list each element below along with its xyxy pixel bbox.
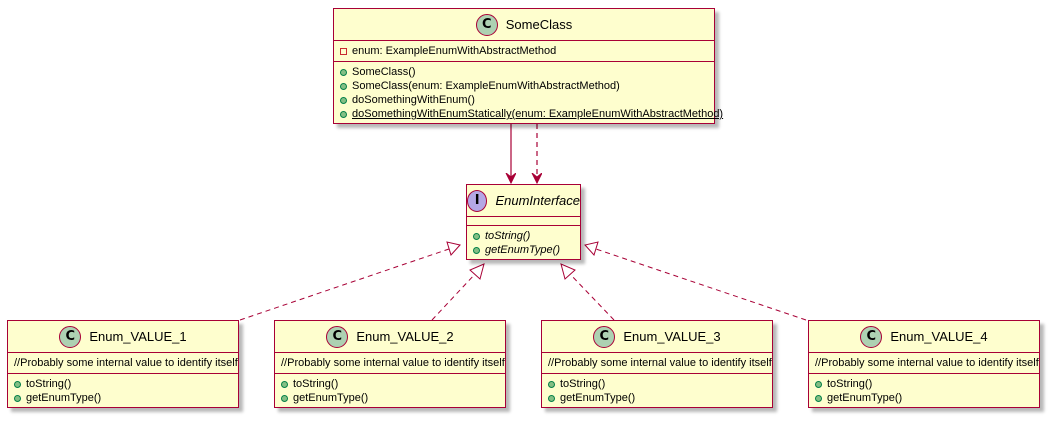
public-visibility-icon — [340, 68, 347, 76]
method-row: getEnumType() — [14, 391, 232, 405]
fields-section: //Probably some internal value to identi… — [809, 353, 1039, 374]
static-method-text: doSomethingWithEnumStatically(enum: Exam… — [352, 108, 724, 120]
class-enum-value-2[interactable]: C Enum_VALUE_2 //Probably some internal … — [274, 320, 506, 408]
public-visibility-icon — [281, 380, 288, 388]
realization-head-3 — [560, 263, 576, 280]
public-visibility-icon — [548, 380, 555, 388]
class-name: Enum_VALUE_1 — [89, 329, 187, 344]
class-name: Enum_VALUE_3 — [623, 329, 721, 344]
class-name: Enum_VALUE_2 — [356, 329, 454, 344]
realization-head-1 — [446, 241, 461, 256]
private-visibility-icon — [340, 47, 347, 55]
realization-line-2 — [431, 272, 477, 321]
method-text: toString() — [293, 378, 339, 390]
method-text: getEnumType() — [293, 392, 369, 404]
method-row: doSomethingWithEnum() — [340, 93, 708, 107]
method-text: getEnumType() — [560, 392, 636, 404]
methods-section: SomeClass() SomeClass(enum: ExampleEnumW… — [334, 62, 723, 124]
fields-section: //Probably some internal value to identi… — [542, 353, 772, 374]
realization-head-2 — [469, 263, 485, 280]
method-row: toString() — [281, 377, 499, 391]
method-text: toString() — [560, 378, 606, 390]
method-text: getEnumType() — [827, 392, 903, 404]
class-header: C SomeClass — [334, 9, 714, 41]
public-visibility-icon — [14, 380, 21, 388]
method-row: getEnumType() — [815, 391, 1033, 405]
method-row: toString() — [815, 377, 1033, 391]
method-text: toString() — [827, 378, 873, 390]
fields-section — [467, 217, 580, 226]
field-text: enum: ExampleEnumWithAbstractMethod — [352, 45, 557, 57]
class-enum-value-4[interactable]: C Enum_VALUE_4 //Probably some internal … — [808, 320, 1040, 408]
public-visibility-icon — [340, 82, 347, 90]
class-enum-value-1[interactable]: C Enum_VALUE_1 //Probably some internal … — [7, 320, 239, 408]
public-visibility-icon — [473, 232, 480, 240]
comment-text: //Probably some internal value to identi… — [815, 357, 1039, 369]
method-text: toString() — [485, 230, 531, 242]
method-row: getEnumType() — [548, 391, 766, 405]
interface-enuminterface[interactable]: I EnumInterface toString() getEnumType() — [466, 184, 581, 260]
methods-section: toString() getEnumType() — [467, 226, 580, 260]
method-row: toString() — [473, 229, 574, 243]
public-visibility-icon — [815, 380, 822, 388]
fields-section: //Probably some internal value to identi… — [8, 353, 238, 374]
comment-text: //Probably some internal value to identi… — [548, 357, 772, 369]
method-row: SomeClass() — [340, 65, 708, 79]
class-someclass[interactable]: C SomeClass enum: ExampleEnumWithAbstrac… — [333, 8, 723, 124]
class-badge-icon: C — [326, 325, 349, 348]
public-visibility-icon — [815, 394, 822, 402]
public-visibility-icon — [281, 394, 288, 402]
class-header: C Enum_VALUE_1 — [8, 321, 238, 353]
realization-line-4 — [595, 248, 807, 321]
method-row: SomeClass(enum: ExampleEnumWithAbstractM… — [340, 79, 708, 93]
class-badge-icon: C — [593, 325, 616, 348]
method-text: SomeClass() — [352, 66, 416, 78]
class-header: C Enum_VALUE_4 — [809, 321, 1039, 353]
comment-text: //Probably some internal value to identi… — [14, 357, 238, 369]
comment-row: //Probably some internal value to identi… — [548, 356, 772, 370]
class-header: C Enum_VALUE_2 — [275, 321, 505, 353]
method-row: doSomethingWithEnumStatically(enum: Exam… — [340, 107, 723, 121]
interface-header: I EnumInterface — [467, 185, 580, 217]
comment-row: //Probably some internal value to identi… — [14, 356, 238, 370]
field-row: enum: ExampleEnumWithAbstractMethod — [340, 44, 708, 58]
method-row: getEnumType() — [473, 243, 574, 257]
fields-section: enum: ExampleEnumWithAbstractMethod — [334, 41, 714, 62]
method-text: SomeClass(enum: ExampleEnumWithAbstractM… — [352, 80, 620, 92]
method-row: toString() — [548, 377, 766, 391]
public-visibility-icon — [14, 394, 21, 402]
method-text: getEnumType() — [485, 244, 560, 256]
class-name: SomeClass — [505, 17, 573, 32]
comment-text: //Probably some internal value to identi… — [281, 357, 505, 369]
methods-section: toString() getEnumType() — [275, 374, 505, 408]
class-header: C Enum_VALUE_3 — [542, 321, 772, 353]
public-visibility-icon — [340, 110, 347, 118]
fields-section: //Probably some internal value to identi… — [275, 353, 505, 374]
realization-head-4 — [584, 241, 599, 256]
class-badge-icon: C — [475, 13, 498, 36]
realization-line-3 — [568, 272, 615, 321]
public-visibility-icon — [548, 394, 555, 402]
comment-row: //Probably some internal value to identi… — [281, 356, 505, 370]
public-visibility-icon — [473, 246, 480, 254]
class-enum-value-3[interactable]: C Enum_VALUE_3 //Probably some internal … — [541, 320, 773, 408]
class-name: Enum_VALUE_4 — [890, 329, 988, 344]
methods-section: toString() getEnumType() — [542, 374, 772, 408]
comment-row: //Probably some internal value to identi… — [815, 356, 1039, 370]
method-text: doSomethingWithEnum() — [352, 94, 475, 106]
public-visibility-icon — [340, 96, 347, 104]
interface-name: EnumInterface — [495, 193, 580, 208]
methods-section: toString() getEnumType() — [8, 374, 238, 408]
method-row: toString() — [14, 377, 232, 391]
methods-section: toString() getEnumType() — [809, 374, 1039, 408]
class-badge-icon: C — [59, 325, 82, 348]
interface-badge-icon: I — [467, 189, 488, 212]
method-text: toString() — [26, 378, 72, 390]
class-badge-icon: C — [860, 325, 883, 348]
realization-line-1 — [239, 248, 450, 321]
method-text: getEnumType() — [26, 392, 102, 404]
method-row: getEnumType() — [281, 391, 499, 405]
